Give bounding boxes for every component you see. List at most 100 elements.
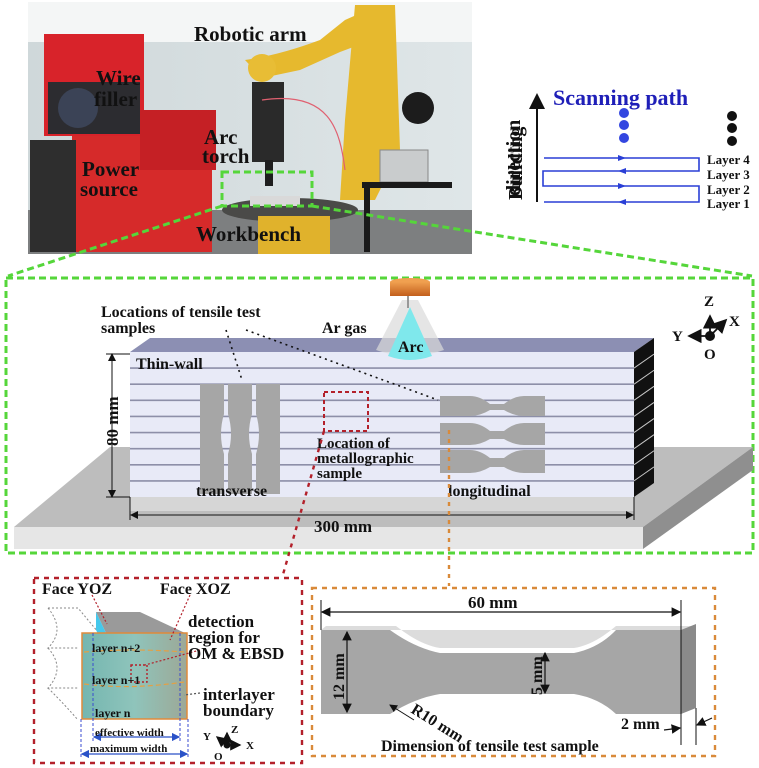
label-power-source-2: source (80, 177, 138, 201)
label-arc-torch-1: Arc (204, 125, 237, 149)
origin-label: O (704, 347, 716, 363)
longitudinal-sample (440, 423, 545, 445)
layer-side-line (633, 450, 655, 466)
path-arrow-right (618, 199, 626, 205)
origin-label: O (214, 751, 223, 763)
wire-spool (58, 88, 98, 128)
layer-side-line (633, 369, 655, 385)
base-plate-front (14, 527, 643, 549)
radius-leader (389, 704, 415, 721)
tensile-specimen-dimensions: 60 mm 12 mm 5 mm R10 mm 2 mm Dimension o… (310, 586, 717, 758)
leader-face-yoz (91, 594, 108, 625)
arc-cone (388, 307, 432, 360)
ellipsis-dot-blue (619, 108, 629, 118)
robot-motor (402, 92, 434, 124)
ellipsis-dot-black (727, 111, 737, 121)
layer-side-line (633, 418, 655, 433)
label-robotic-arm: Robotic arm (194, 22, 307, 46)
wall-base (130, 497, 634, 511)
x-axis-label: X (729, 314, 740, 330)
metallographic-label-1: Location of (317, 436, 391, 452)
longitudinal-samples (440, 396, 545, 473)
z-axis-label: Z (704, 294, 714, 310)
interlayer-label-1: interlayer (203, 685, 275, 704)
z-axis-label: Z (231, 724, 238, 736)
controller-box (379, 149, 429, 183)
transverse-sample (228, 384, 252, 494)
path-arrow-left (618, 155, 626, 161)
leader-longitudinal (245, 329, 439, 401)
workbench-base (258, 216, 330, 254)
scanning-path-line (542, 157, 700, 203)
leader-transverse (225, 329, 243, 381)
layer-label: Layer 1 (707, 196, 750, 211)
detail-frame (32, 576, 304, 765)
layer-n1-label: layer n+1 (92, 673, 140, 687)
thin-wall-schematic: Arc Locations of tensile test samples Ar… (4, 276, 755, 555)
building-direction-label-2: direction (503, 120, 525, 196)
label-wire-filler-2: filler (94, 87, 137, 111)
x-axis-arrow (709, 318, 728, 337)
layer-side-line (633, 434, 655, 450)
height-label: 80 mm (103, 396, 122, 446)
layer-side-line (633, 466, 655, 482)
substrate-plate (250, 196, 300, 206)
layer-label: Layer 4 (707, 152, 750, 167)
detection-label-1: detection (188, 612, 255, 631)
leader-face-xoz (169, 594, 191, 641)
layer-side-line (633, 353, 655, 369)
transverse-label: transverse (196, 483, 267, 500)
torch-stem (407, 294, 409, 308)
power-source-top (140, 110, 216, 170)
specimen-top-face (321, 626, 696, 648)
cable (261, 97, 346, 171)
transverse-samples (200, 384, 280, 494)
interlayer-label-2: boundary (203, 701, 274, 720)
layer-label: Layer 3 (707, 167, 750, 182)
label-power-source-1: Power (82, 157, 139, 181)
y-axis-label: Y (203, 731, 211, 743)
layer-side-line (633, 402, 655, 417)
y-axis-label: Y (672, 329, 683, 345)
gauge-width-label: 5 mm (529, 656, 546, 695)
longitudinal-sample (440, 450, 545, 473)
base-plate-side (643, 447, 753, 549)
block-front-face (81, 632, 188, 720)
arc-torch: Arc (376, 278, 444, 360)
scanning-path-title: Scanning path (553, 85, 688, 110)
specimen-side-face (681, 624, 696, 714)
metallographic-location-marker (323, 391, 369, 432)
ellipsis-dot-black (727, 136, 737, 146)
label-arc-torch-2: torch (202, 144, 250, 168)
tensile-locations-label-2: samples (101, 320, 155, 337)
metallographic-label-2: metallographic (317, 451, 414, 467)
detail-coordinate-axes: Z X Y O (203, 724, 254, 763)
transverse-sample (200, 384, 224, 494)
schematic-frame (4, 276, 755, 555)
layer-side-line (633, 385, 655, 401)
setup-photo: Robotic arm Wire filler Arc torch Power … (28, 2, 472, 254)
face-yoz-label: Face YOZ (42, 581, 112, 598)
microstructure-detail: Face YOZ Face XOZ detection region for O… (32, 576, 304, 765)
table-top (362, 182, 452, 188)
scanning-path-diagram: Building direction Scanning path Layer 4… (503, 85, 750, 211)
ellipsis-dot-black (727, 123, 737, 133)
table-leg (364, 188, 370, 252)
bead-outline (46, 607, 99, 721)
layer-label: Layer 2 (707, 182, 750, 197)
specimen-length-label: 60 mm (468, 593, 518, 612)
detection-label-3: OM & EBSD (188, 644, 284, 663)
wall-side (634, 338, 654, 497)
longitudinal-label: longitudinal (448, 483, 531, 500)
thickness-arrow (663, 724, 682, 734)
interlayer-boundary (83, 649, 185, 653)
label-wire-filler-1: Wire (96, 66, 141, 90)
building-direction-label-1: Building (505, 127, 527, 200)
tensile-locations-label-1: Locations of tensile test (101, 304, 261, 321)
label-workbench: Workbench (196, 222, 301, 246)
thickness-label: 2 mm (621, 716, 660, 733)
length-label: 300 mm (314, 517, 372, 536)
coordinate-axes: Z X Y O (672, 294, 740, 363)
specimen-caption: Dimension of tensile test sample (381, 738, 599, 755)
